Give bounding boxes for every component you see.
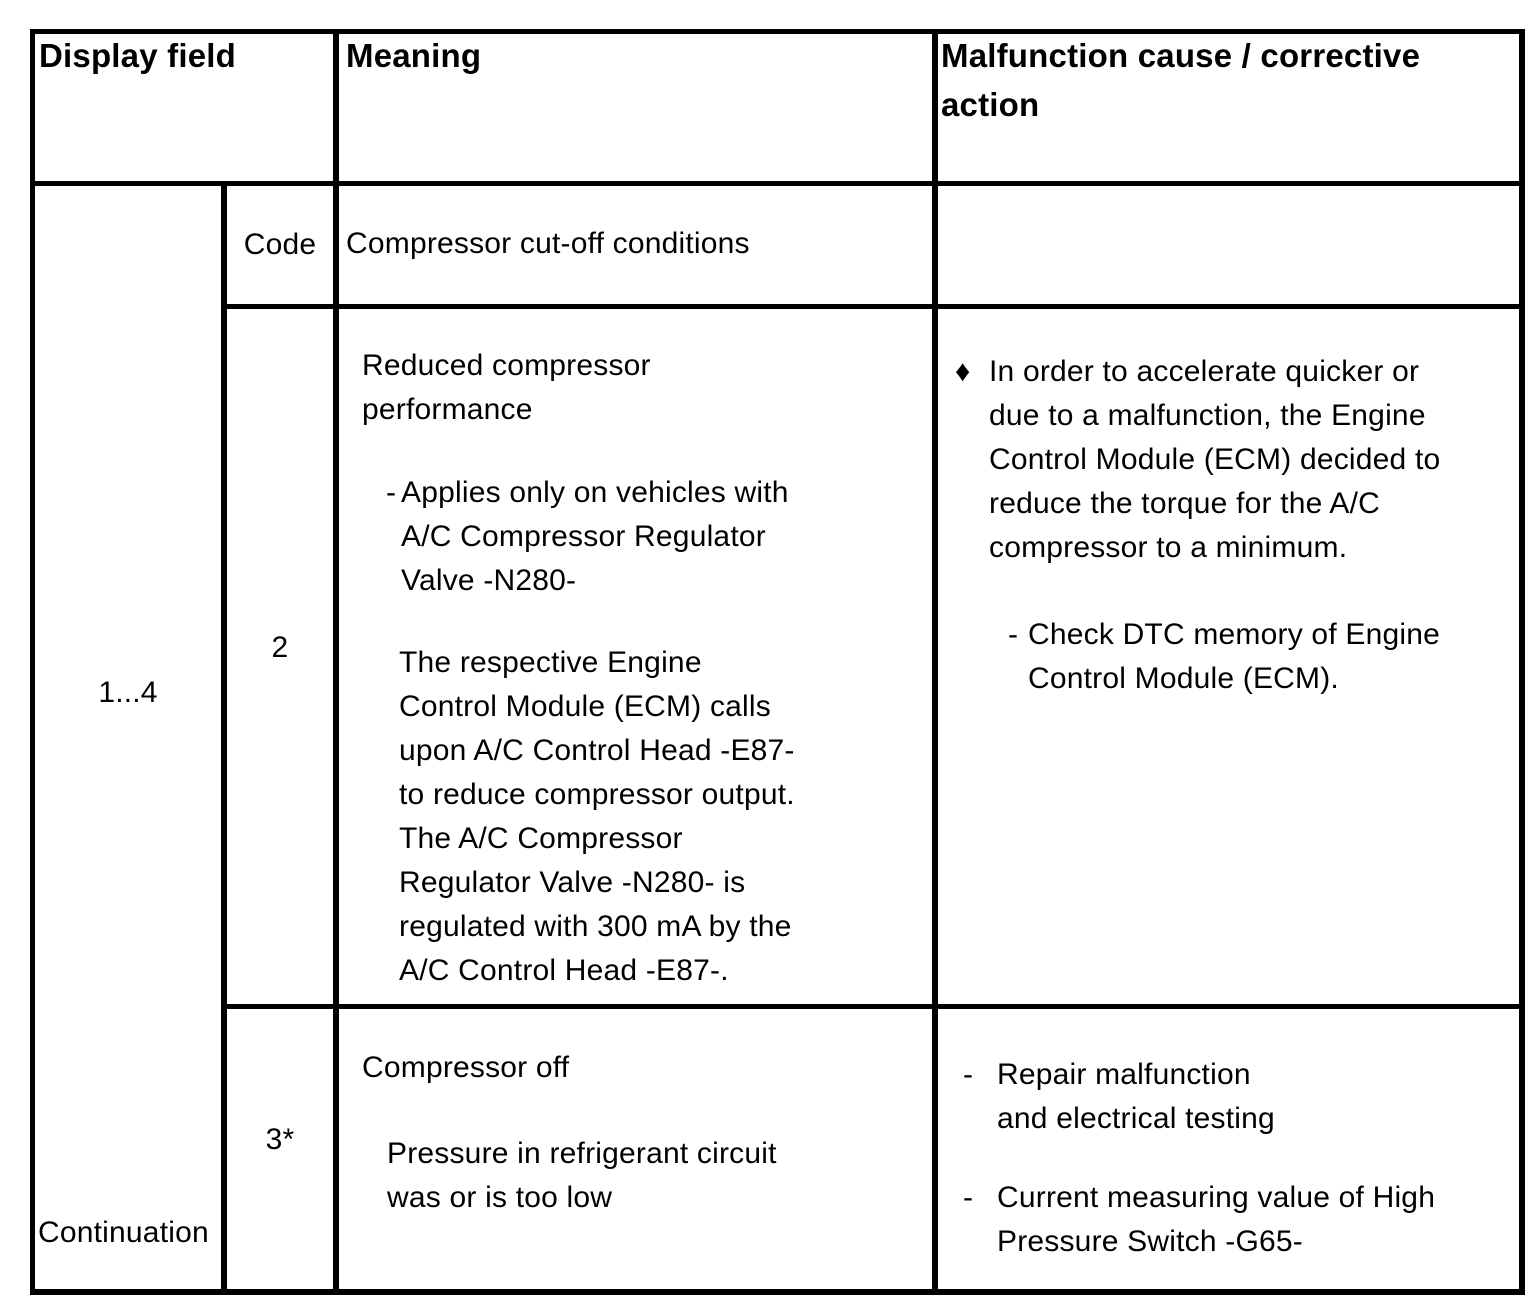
header-display-field: Display field <box>39 37 236 74</box>
meaning-title-row-2: Reduced compressor performance <box>362 349 651 426</box>
malfunction-cell-row-3: - Repair malfunction and electrical test… <box>949 1053 1514 1264</box>
code-value-3: 3* <box>265 1123 295 1156</box>
meaning-dash-item-row-2: - Applies only on vehicles with A/C Comp… <box>386 471 922 603</box>
table-border-left <box>30 29 35 1295</box>
meaning-dash-item-text: Applies only on vehicles with A/C Compre… <box>401 476 789 597</box>
meaning-cell-row-3: Compressor off Pressure in refrigerant c… <box>362 1046 922 1220</box>
malfunction-dash-item-repair-text: Repair malfunction and electrical testin… <box>997 1058 1275 1135</box>
continuation-label: Continuation <box>38 1216 209 1249</box>
malfunction-dash-item-pressure: - Current measuring value of High Pressu… <box>963 1176 1514 1264</box>
divider-fieldrange-code <box>221 181 227 1295</box>
malfunction-dash-item-pressure-text: Current measuring value of High Pressure… <box>997 1181 1436 1258</box>
table-border-right <box>1519 29 1525 1295</box>
dash-bullet-icon: - <box>386 476 397 509</box>
malfunction-dash-item-repair: - Repair malfunction and electrical test… <box>963 1053 1514 1141</box>
malfunction-diamond-item: ♦ In order to accelerate quicker or due … <box>955 350 1520 570</box>
malfunction-dash-item-row-2: - Check DTC memory of Engine Control Mod… <box>1008 613 1520 701</box>
malfunction-cell-row-2: ♦ In order to accelerate quicker or due … <box>955 350 1520 701</box>
divider-below-row-2 <box>221 1004 1525 1009</box>
divider-below-code-row <box>221 304 1525 309</box>
meaning-title-row-3: Compressor off <box>362 1051 570 1084</box>
table-border-bottom <box>30 1289 1525 1295</box>
divider-below-header <box>30 181 1525 186</box>
meaning-indented-paragraph-row-3: Pressure in refrigerant circuit was or i… <box>387 1137 777 1214</box>
diamond-bullet-icon: ♦ <box>955 355 971 388</box>
dash-bullet-icon: - <box>963 1181 974 1214</box>
code-column-label: Code <box>243 228 317 261</box>
malfunction-diamond-item-text: In order to accelerate quicker or due to… <box>989 355 1441 564</box>
divider-displayfield-meaning <box>333 29 339 1295</box>
display-field-range-label: 1...4 <box>98 676 158 709</box>
header-malfunction-cause: Malfunction cause / corrective action <box>941 37 1421 123</box>
meaning-continuation-paragraph: The respective Engine Control Module (EC… <box>399 646 795 987</box>
meaning-cell-row-2: Reduced compressor performance - Applies… <box>362 344 922 993</box>
malfunction-dash-item-text: Check DTC memory of Engine Control Modul… <box>1028 618 1441 695</box>
table-border-top <box>30 29 1525 34</box>
code-value-2: 2 <box>271 631 289 664</box>
header-meaning: Meaning <box>346 37 482 74</box>
dash-bullet-icon: - <box>963 1058 974 1091</box>
dash-bullet-icon: - <box>1008 618 1019 651</box>
divider-meaning-malfunction <box>932 29 938 1295</box>
compressor-cutoff-conditions-label: Compressor cut-off conditions <box>346 227 750 260</box>
